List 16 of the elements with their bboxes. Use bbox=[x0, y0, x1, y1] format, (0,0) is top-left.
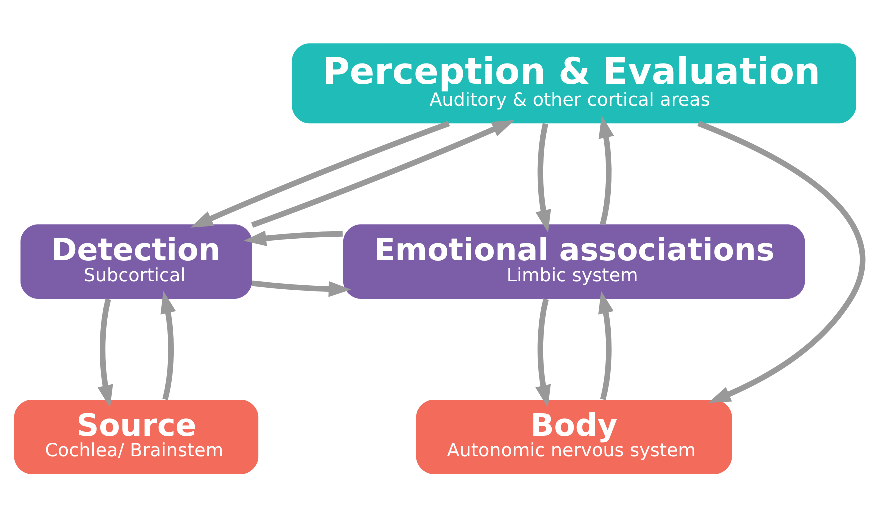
arrow bbox=[244, 230, 343, 246]
arrow bbox=[698, 120, 866, 403]
arrow bbox=[598, 290, 614, 400]
arrow bbox=[536, 122, 552, 232]
arrow bbox=[98, 298, 114, 408]
arrow bbox=[252, 280, 352, 297]
node-box: Emotional associations Limbic system bbox=[343, 224, 806, 298]
arrow bbox=[536, 298, 552, 408]
arrow bbox=[598, 115, 614, 225]
node-box: Perception & Evaluation Auditory & other cortical areas bbox=[292, 43, 856, 124]
arrow bbox=[251, 120, 515, 228]
node-box: Source Cochlea/ Brainstem bbox=[14, 400, 259, 474]
node-box: Body Autonomic nervous system bbox=[416, 400, 732, 474]
node-box: Detection Subcortical bbox=[20, 224, 252, 298]
arrow bbox=[190, 120, 450, 228]
arrow bbox=[160, 290, 176, 400]
